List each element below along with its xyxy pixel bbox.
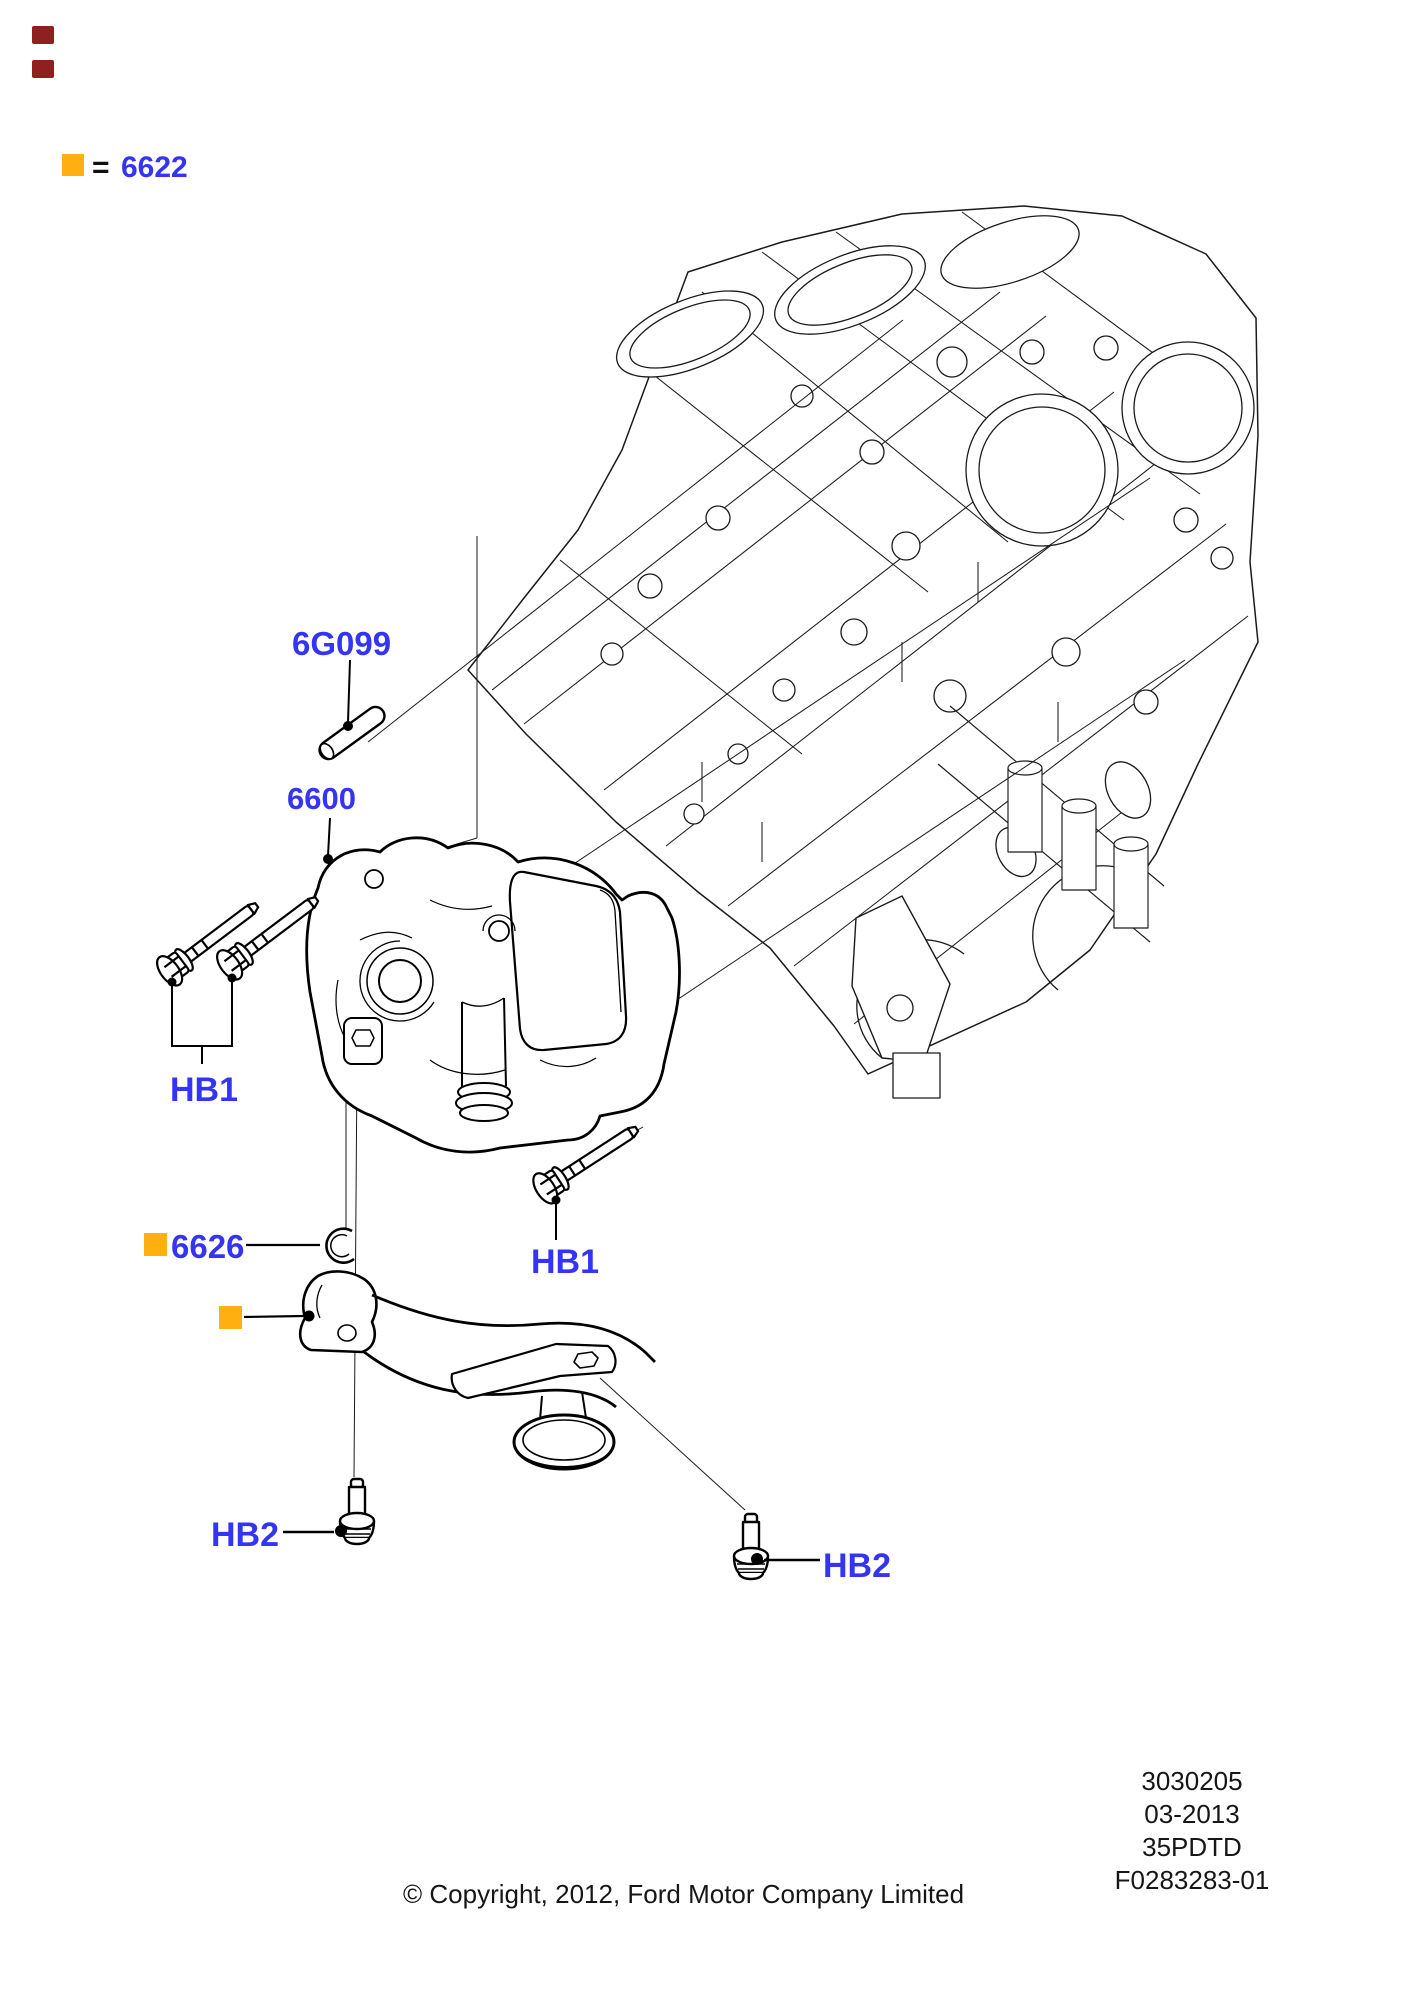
orange-square-icon-ring: [144, 1233, 167, 1256]
figure-info-block: 3030205 03-2013 35PDTD F0283283-01: [1115, 1766, 1270, 1895]
callout-hb2-left[interactable]: HB2: [211, 1516, 279, 1554]
copyright-line: © Copyright, 2012, Ford Motor Company Li…: [403, 1879, 964, 1909]
dowel-pin-part: [318, 705, 386, 761]
leader-lines: [167, 659, 820, 1565]
vehicle-code: 35PDTD: [1142, 1832, 1242, 1862]
callout-hb1-upper[interactable]: HB1: [170, 1071, 238, 1109]
orange-square-icon-legend: [62, 154, 84, 176]
figure-number: F0283283-01: [1115, 1865, 1270, 1895]
bookmark-marker-icon[interactable]: [32, 26, 54, 78]
legend-part-6622[interactable]: 6622: [121, 151, 188, 184]
callout-hb1-middle[interactable]: HB1: [531, 1243, 599, 1281]
callout-6600[interactable]: 6600: [287, 781, 356, 816]
engine-block-art: [467, 205, 1259, 1099]
legend-equals: =: [92, 151, 110, 184]
bolt-hb1-upper-1: [151, 890, 268, 991]
callout-6626[interactable]: 6626: [171, 1228, 244, 1265]
callout-6g099[interactable]: 6G099: [292, 625, 391, 662]
retainer-ring-part: [325, 1227, 355, 1264]
pickup-tube-part: [298, 1270, 656, 1471]
bolt-hb2-right: [732, 1512, 770, 1581]
callout-hb2-right[interactable]: HB2: [823, 1547, 891, 1585]
orange-square-icon-tube: [219, 1306, 242, 1329]
revision-date: 03-2013: [1144, 1799, 1239, 1829]
oil-pump-part: [305, 836, 681, 1154]
catalog-number: 3030205: [1141, 1766, 1242, 1796]
